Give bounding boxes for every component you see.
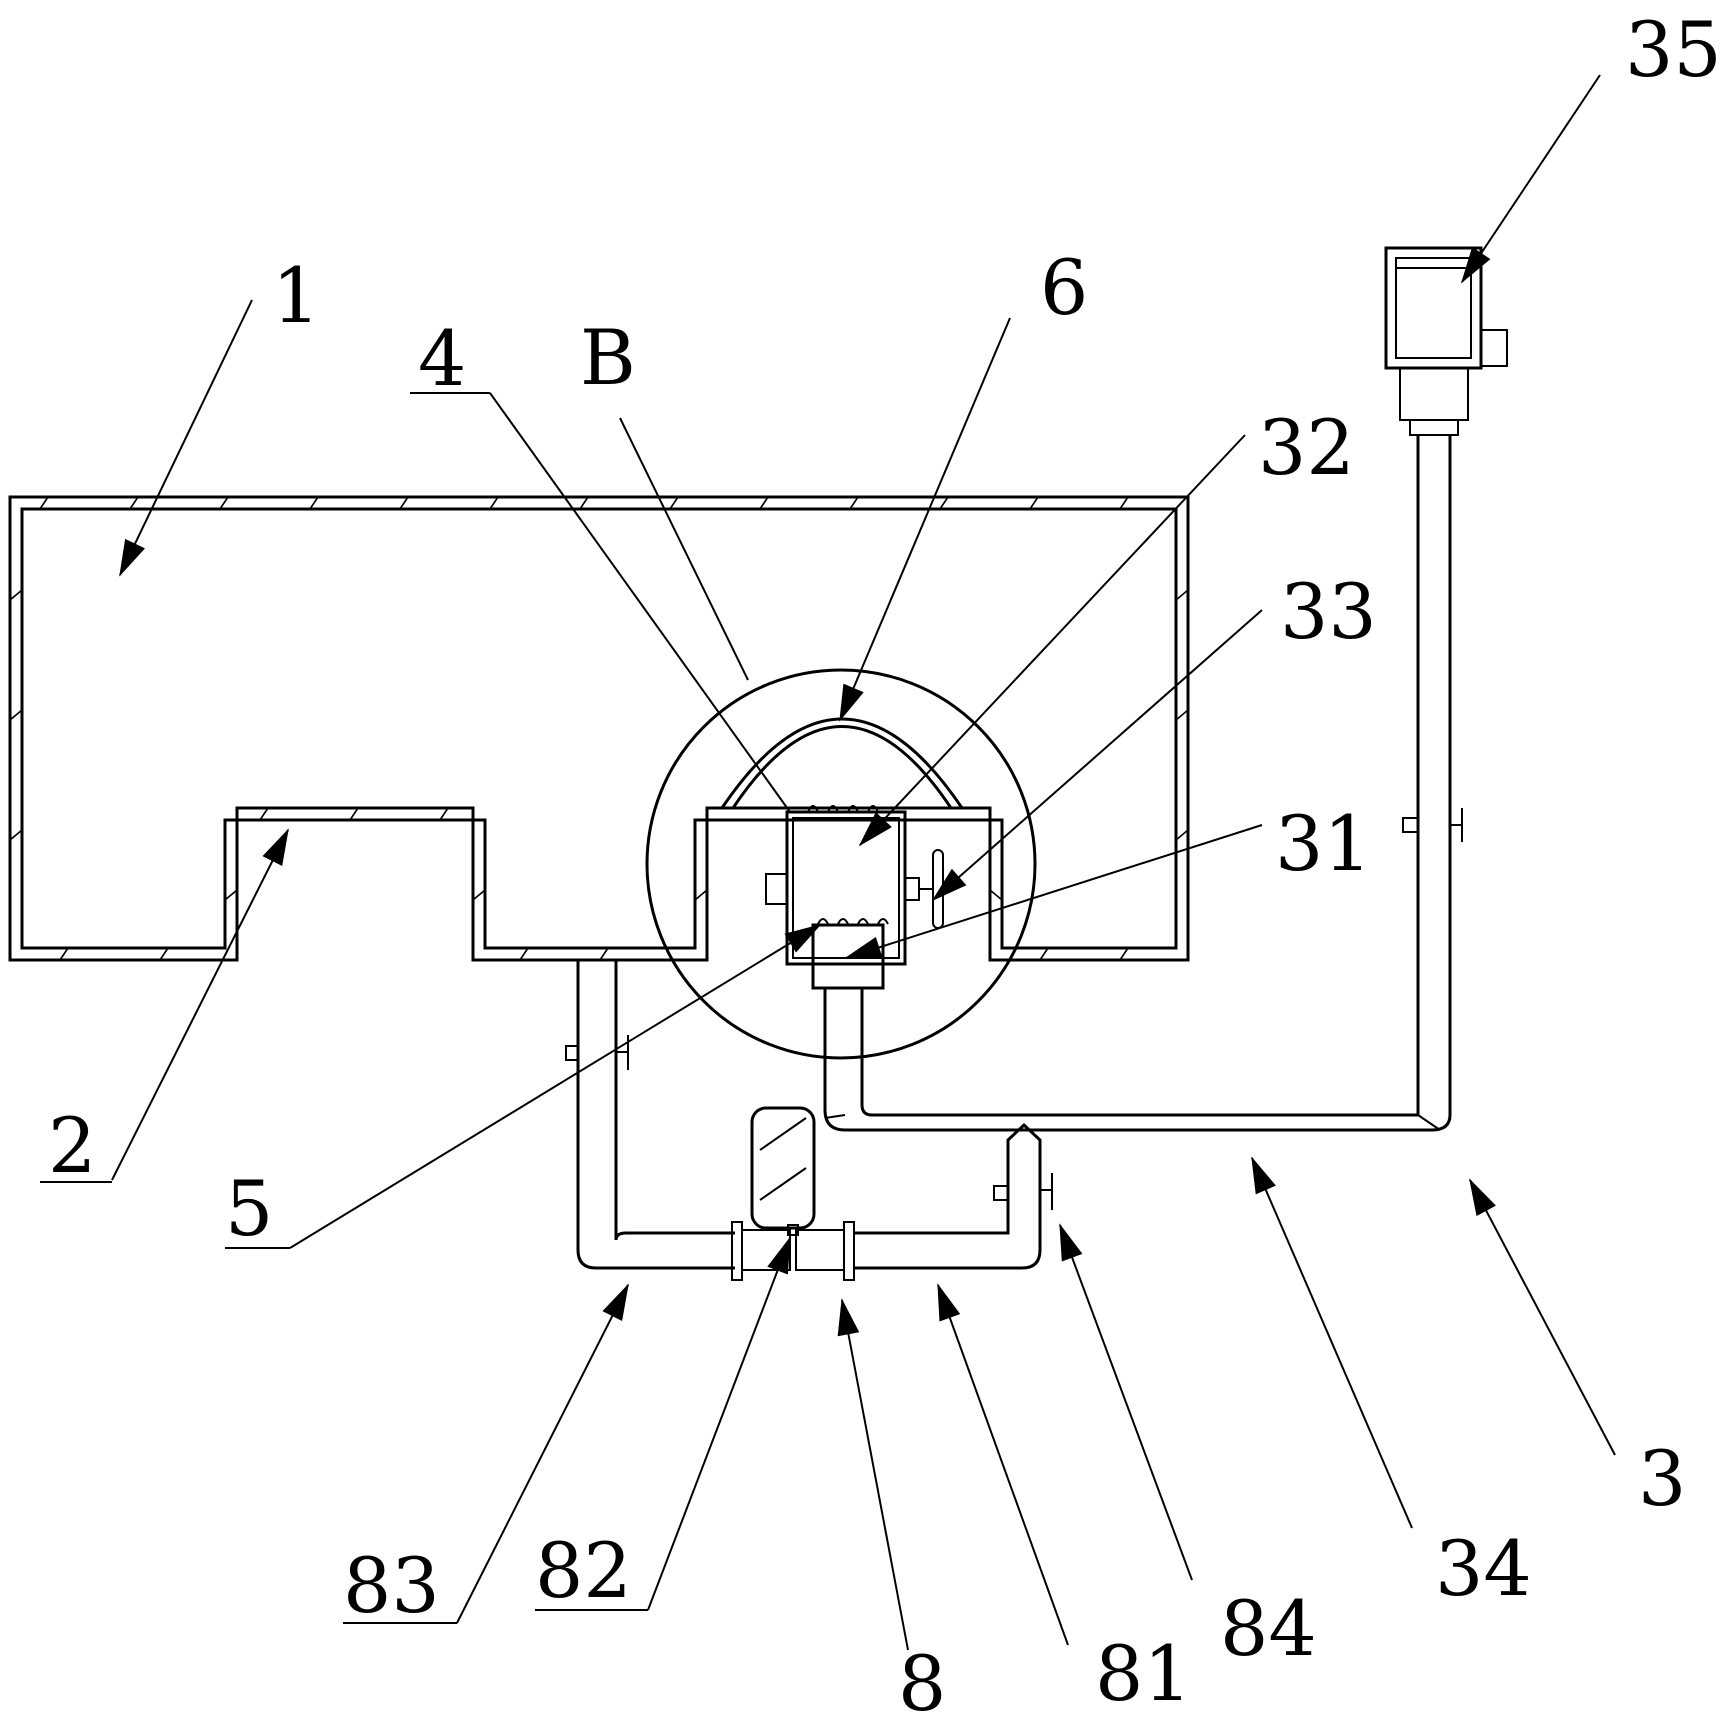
label-5: 5 [225, 1164, 273, 1253]
label-32: 32 [1258, 403, 1355, 492]
leader-32 [858, 434, 1246, 847]
leader-33 [931, 609, 1263, 902]
label-b: B [580, 313, 636, 402]
motor-35 [1384, 246, 1508, 436]
box-32 [765, 805, 920, 966]
box-31 [811, 923, 885, 990]
pipe-83 [565, 960, 735, 1270]
arc-cover-6 [720, 717, 964, 809]
label-8: 8 [898, 1639, 946, 1715]
leader-81 [937, 1283, 1069, 1646]
labels: 1 2 3 4 5 6 B 32 33 31 35 34 83 82 8 81 … [48, 5, 1722, 1715]
label-84: 84 [1220, 1584, 1317, 1673]
leader-2 [111, 828, 289, 1181]
leader-35 [1460, 74, 1601, 284]
handle-33 [919, 849, 944, 929]
pipe-34 [823, 435, 1463, 1132]
leader-4 [489, 392, 791, 813]
label-4: 4 [418, 314, 466, 403]
detail-circle-b [645, 668, 1037, 1060]
label-81: 81 [1095, 1629, 1192, 1715]
label-1: 1 [272, 251, 320, 340]
pipe-81 [854, 1122, 1053, 1270]
label-35: 35 [1625, 5, 1722, 94]
leader-8 [837, 1298, 909, 1651]
label-6: 6 [1040, 243, 1088, 332]
tank-body [8, 495, 1190, 962]
label-31: 31 [1275, 799, 1372, 888]
filter-82 [731, 1106, 855, 1281]
label-2: 2 [48, 1101, 96, 1190]
leader-b [619, 417, 749, 681]
leader-6 [839, 317, 1011, 722]
leader-31 [844, 824, 1263, 959]
leader-34 [1251, 1156, 1413, 1529]
tank-wall-hatching [9, 496, 1189, 961]
leader-5 [289, 924, 822, 1249]
label-3: 3 [1638, 1434, 1686, 1523]
leader-3 [1469, 1178, 1616, 1456]
leader-82 [647, 1236, 791, 1611]
label-33: 33 [1280, 567, 1377, 656]
leader-1 [119, 299, 253, 577]
leader-83 [456, 1283, 629, 1624]
label-34: 34 [1435, 1524, 1532, 1613]
label-82: 82 [535, 1526, 632, 1615]
leader-84 [1059, 1223, 1193, 1581]
leader-lines [40, 74, 1616, 1651]
label-83: 83 [343, 1541, 440, 1630]
